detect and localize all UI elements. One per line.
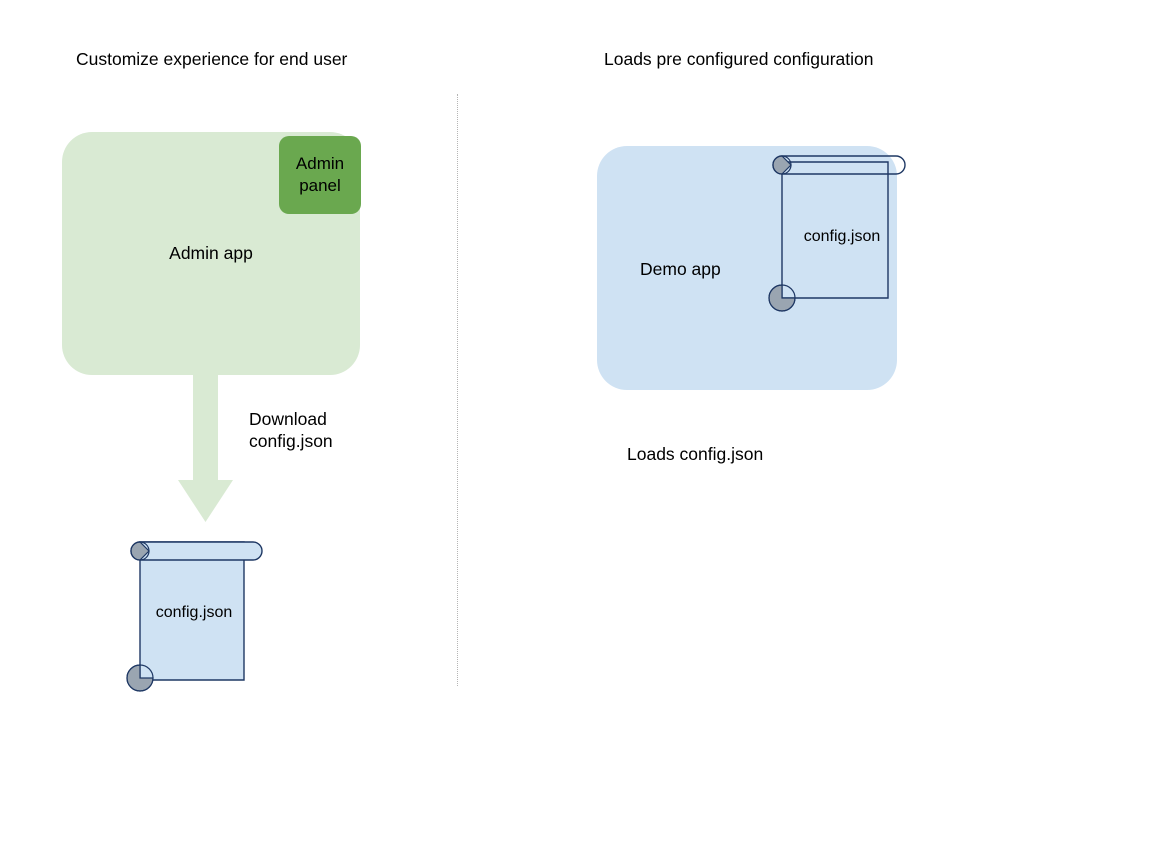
left-column-heading: Customize experience for end user xyxy=(76,49,348,69)
config-json-scroll-label: config.json xyxy=(155,604,233,621)
demo-app-label: Demo app xyxy=(640,259,721,279)
admin-panel-label-line1: Admin xyxy=(295,153,345,173)
download-arrow-label: Download config.json xyxy=(249,408,333,453)
right-column-heading: Loads pre configured configuration xyxy=(604,49,874,69)
download-arrow-icon xyxy=(178,370,233,522)
admin-panel-box[interactable]: Admin panel xyxy=(279,136,361,214)
download-arrow-label-line2: config.json xyxy=(249,431,333,452)
admin-panel-label-line2: panel xyxy=(299,176,341,195)
demo-app-box[interactable] xyxy=(597,146,897,390)
admin-panel-label: Admin panel xyxy=(296,153,344,198)
config-json-scroll-label-demo: config.json xyxy=(803,228,881,245)
loads-config-caption: Loads config.json xyxy=(627,444,764,464)
column-divider xyxy=(457,94,458,686)
download-arrow-label-line1: Download xyxy=(249,409,327,429)
config-json-scroll-icon-demo[interactable] xyxy=(768,148,916,312)
config-json-scroll-icon[interactable] xyxy=(118,524,270,696)
admin-app-label: Admin app xyxy=(169,243,253,263)
